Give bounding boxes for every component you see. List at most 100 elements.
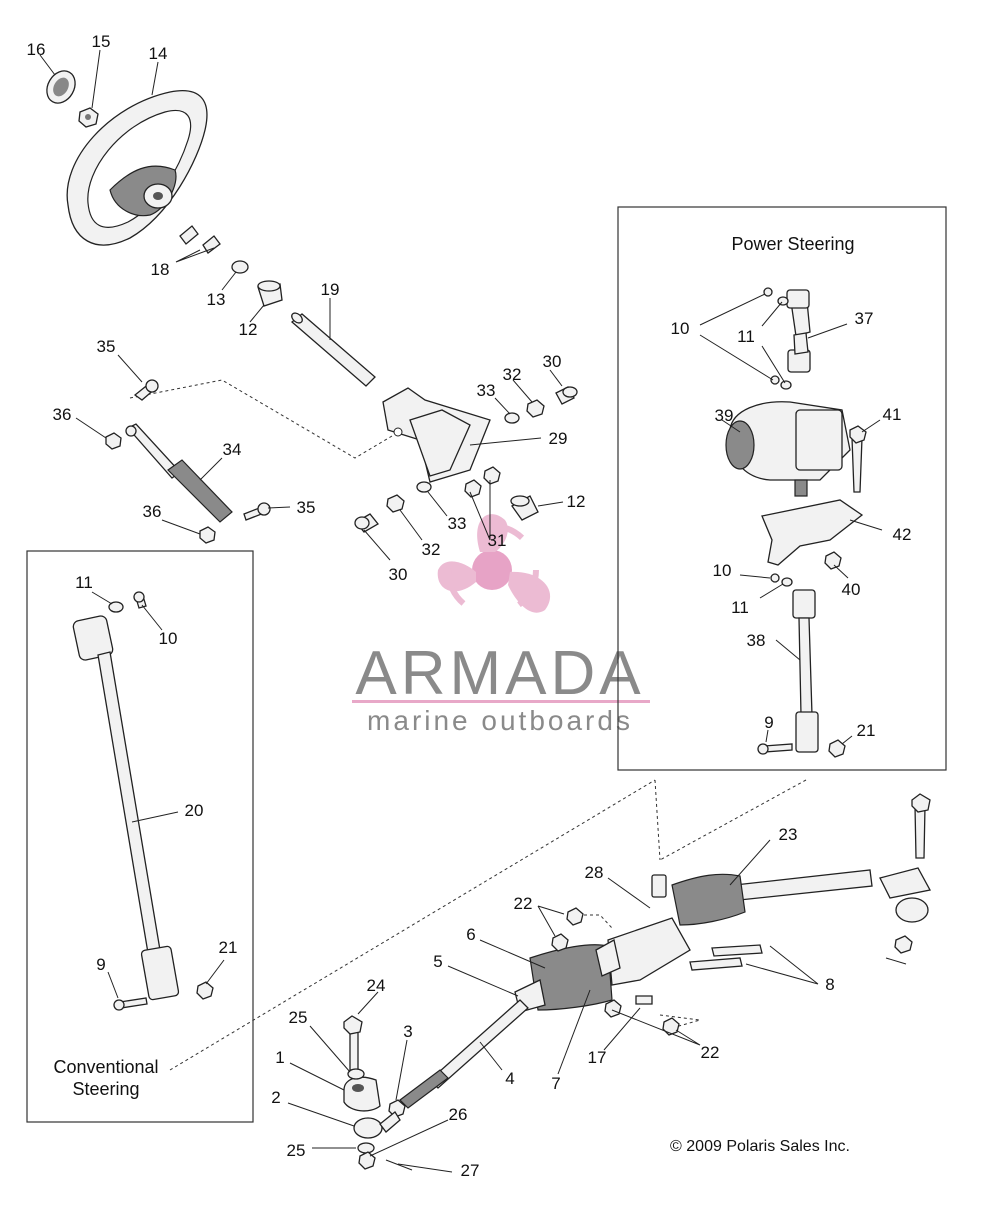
callout-33-upper: 33 xyxy=(477,381,496,400)
mounting-bolts-8 xyxy=(689,944,763,971)
intermediate-shaft-20 xyxy=(72,615,180,1001)
callout-30-lower: 30 xyxy=(389,565,408,584)
cv-bolt-9 xyxy=(113,997,148,1011)
callout-5: 5 xyxy=(433,952,442,971)
nuts-31 xyxy=(464,466,501,498)
tie-rod-end-2 xyxy=(353,1111,401,1139)
connector-dash-4 xyxy=(654,779,661,861)
pinion-fitting-28 xyxy=(651,874,667,898)
callout-1: 1 xyxy=(275,1048,284,1067)
copyright-notice: © 2009 Polaris Sales Inc. xyxy=(670,1138,850,1155)
ps-bolt-10-upper xyxy=(763,287,773,297)
bolt-35-lower xyxy=(243,502,271,521)
ps-washer-11-lower xyxy=(780,380,792,390)
callout-ps-42: 42 xyxy=(893,525,912,544)
steering-column-bracket-29 xyxy=(382,387,491,483)
spacer-plates xyxy=(179,225,221,254)
callout-cv-10: 10 xyxy=(159,629,178,648)
ps-washer-11-upper xyxy=(777,296,789,306)
callout-ps-39: 39 xyxy=(715,406,734,425)
nut-26 xyxy=(358,1151,376,1170)
callout-ps-10-upper: 10 xyxy=(671,319,690,338)
callout-12-lower: 12 xyxy=(567,492,586,511)
callout-ps-37: 37 xyxy=(855,309,874,328)
callout-ps-38: 38 xyxy=(747,631,766,650)
cv-nut-21 xyxy=(196,981,214,1000)
bolt-17 xyxy=(604,995,653,1018)
steering-wheel-part xyxy=(66,90,208,246)
steering-wheel-nut xyxy=(78,107,99,128)
nut-22-lower xyxy=(662,1017,680,1036)
callout-36-upper: 36 xyxy=(53,405,72,424)
connector-dash-2 xyxy=(169,779,656,1071)
nuts-22-upper xyxy=(551,907,584,952)
nut-32-upper xyxy=(526,399,545,418)
washer-13 xyxy=(231,260,249,274)
upper-u-joint-37 xyxy=(786,289,811,373)
washer-25-lower xyxy=(357,1142,375,1154)
callout-19: 19 xyxy=(321,280,340,299)
jam-nut-3 xyxy=(388,1099,406,1118)
ps-bolt-9 xyxy=(757,743,793,755)
callout-6: 6 xyxy=(466,925,475,944)
washer-25-upper xyxy=(347,1068,365,1080)
callout-31: 31 xyxy=(488,531,507,550)
cv-bolt-10 xyxy=(133,591,147,609)
callout-29: 29 xyxy=(549,429,568,448)
callout-7: 7 xyxy=(551,1074,560,1093)
callout-3: 3 xyxy=(403,1022,412,1041)
connector-dash-1 xyxy=(129,379,393,459)
callout-18: 18 xyxy=(151,260,170,279)
bolt-35-upper xyxy=(133,379,159,401)
callout-12-top: 12 xyxy=(239,320,258,339)
cv-washer-11 xyxy=(108,601,124,613)
conventional-steering-panel xyxy=(26,550,254,1123)
callout-28: 28 xyxy=(585,863,604,882)
callout-15: 15 xyxy=(92,32,111,51)
ps-bolt-41 xyxy=(849,425,867,493)
power-steering-motor-39 xyxy=(725,401,851,497)
callout-36-lower: 36 xyxy=(143,502,162,521)
ps-bolt-10-lower-joint xyxy=(770,573,780,583)
tie-rod-end-1 xyxy=(343,1076,381,1112)
watermark-underline xyxy=(352,700,650,703)
callout-35-lower: 35 xyxy=(297,498,316,517)
lower-shaft-38 xyxy=(792,589,819,753)
callout-26: 26 xyxy=(449,1105,468,1124)
bolt-30-upper xyxy=(555,386,578,405)
callout-ps-11-lower: 11 xyxy=(731,598,749,617)
leader-lines xyxy=(39,49,883,1173)
ps-bolt-10-lower xyxy=(770,375,780,385)
cotter-pin-right xyxy=(885,957,907,965)
connector-dash-3 xyxy=(659,779,807,861)
callout-34: 34 xyxy=(223,440,242,459)
nut-32-lower xyxy=(386,494,405,513)
propeller-logo xyxy=(437,514,551,617)
tie-rod-end-right xyxy=(879,793,931,954)
ps-nut-40 xyxy=(824,551,842,570)
ps-mount-bracket-42 xyxy=(761,499,864,566)
bolt-30-lower xyxy=(354,513,379,533)
callout-ps-21: 21 xyxy=(857,721,876,740)
callout-ps-40: 40 xyxy=(842,580,861,599)
callout-32-upper: 32 xyxy=(503,365,522,384)
cotter-pin-27 xyxy=(385,1159,413,1171)
callout-ps-10-lower: 10 xyxy=(713,561,732,580)
conventional-steering-title-line1: Conventional xyxy=(53,1057,158,1077)
callout-25-upper: 25 xyxy=(289,1008,308,1027)
bolt-24 xyxy=(343,1015,363,1071)
callout-30-upper: 30 xyxy=(543,352,562,371)
bushing-12-lower xyxy=(510,495,539,521)
callout-24: 24 xyxy=(367,976,386,995)
callout-8: 8 xyxy=(825,975,834,994)
callout-16: 16 xyxy=(27,40,46,59)
callout-33-lower: 33 xyxy=(448,514,467,533)
power-steering-title: Power Steering xyxy=(731,234,854,254)
ps-washer-11-lower-joint xyxy=(781,577,793,587)
nut-36-lower xyxy=(199,526,216,544)
conventional-steering-title-line2: Steering xyxy=(72,1079,139,1099)
callout-cv-9: 9 xyxy=(96,955,105,974)
callout-13: 13 xyxy=(207,290,226,309)
callout-35-upper: 35 xyxy=(97,337,116,356)
